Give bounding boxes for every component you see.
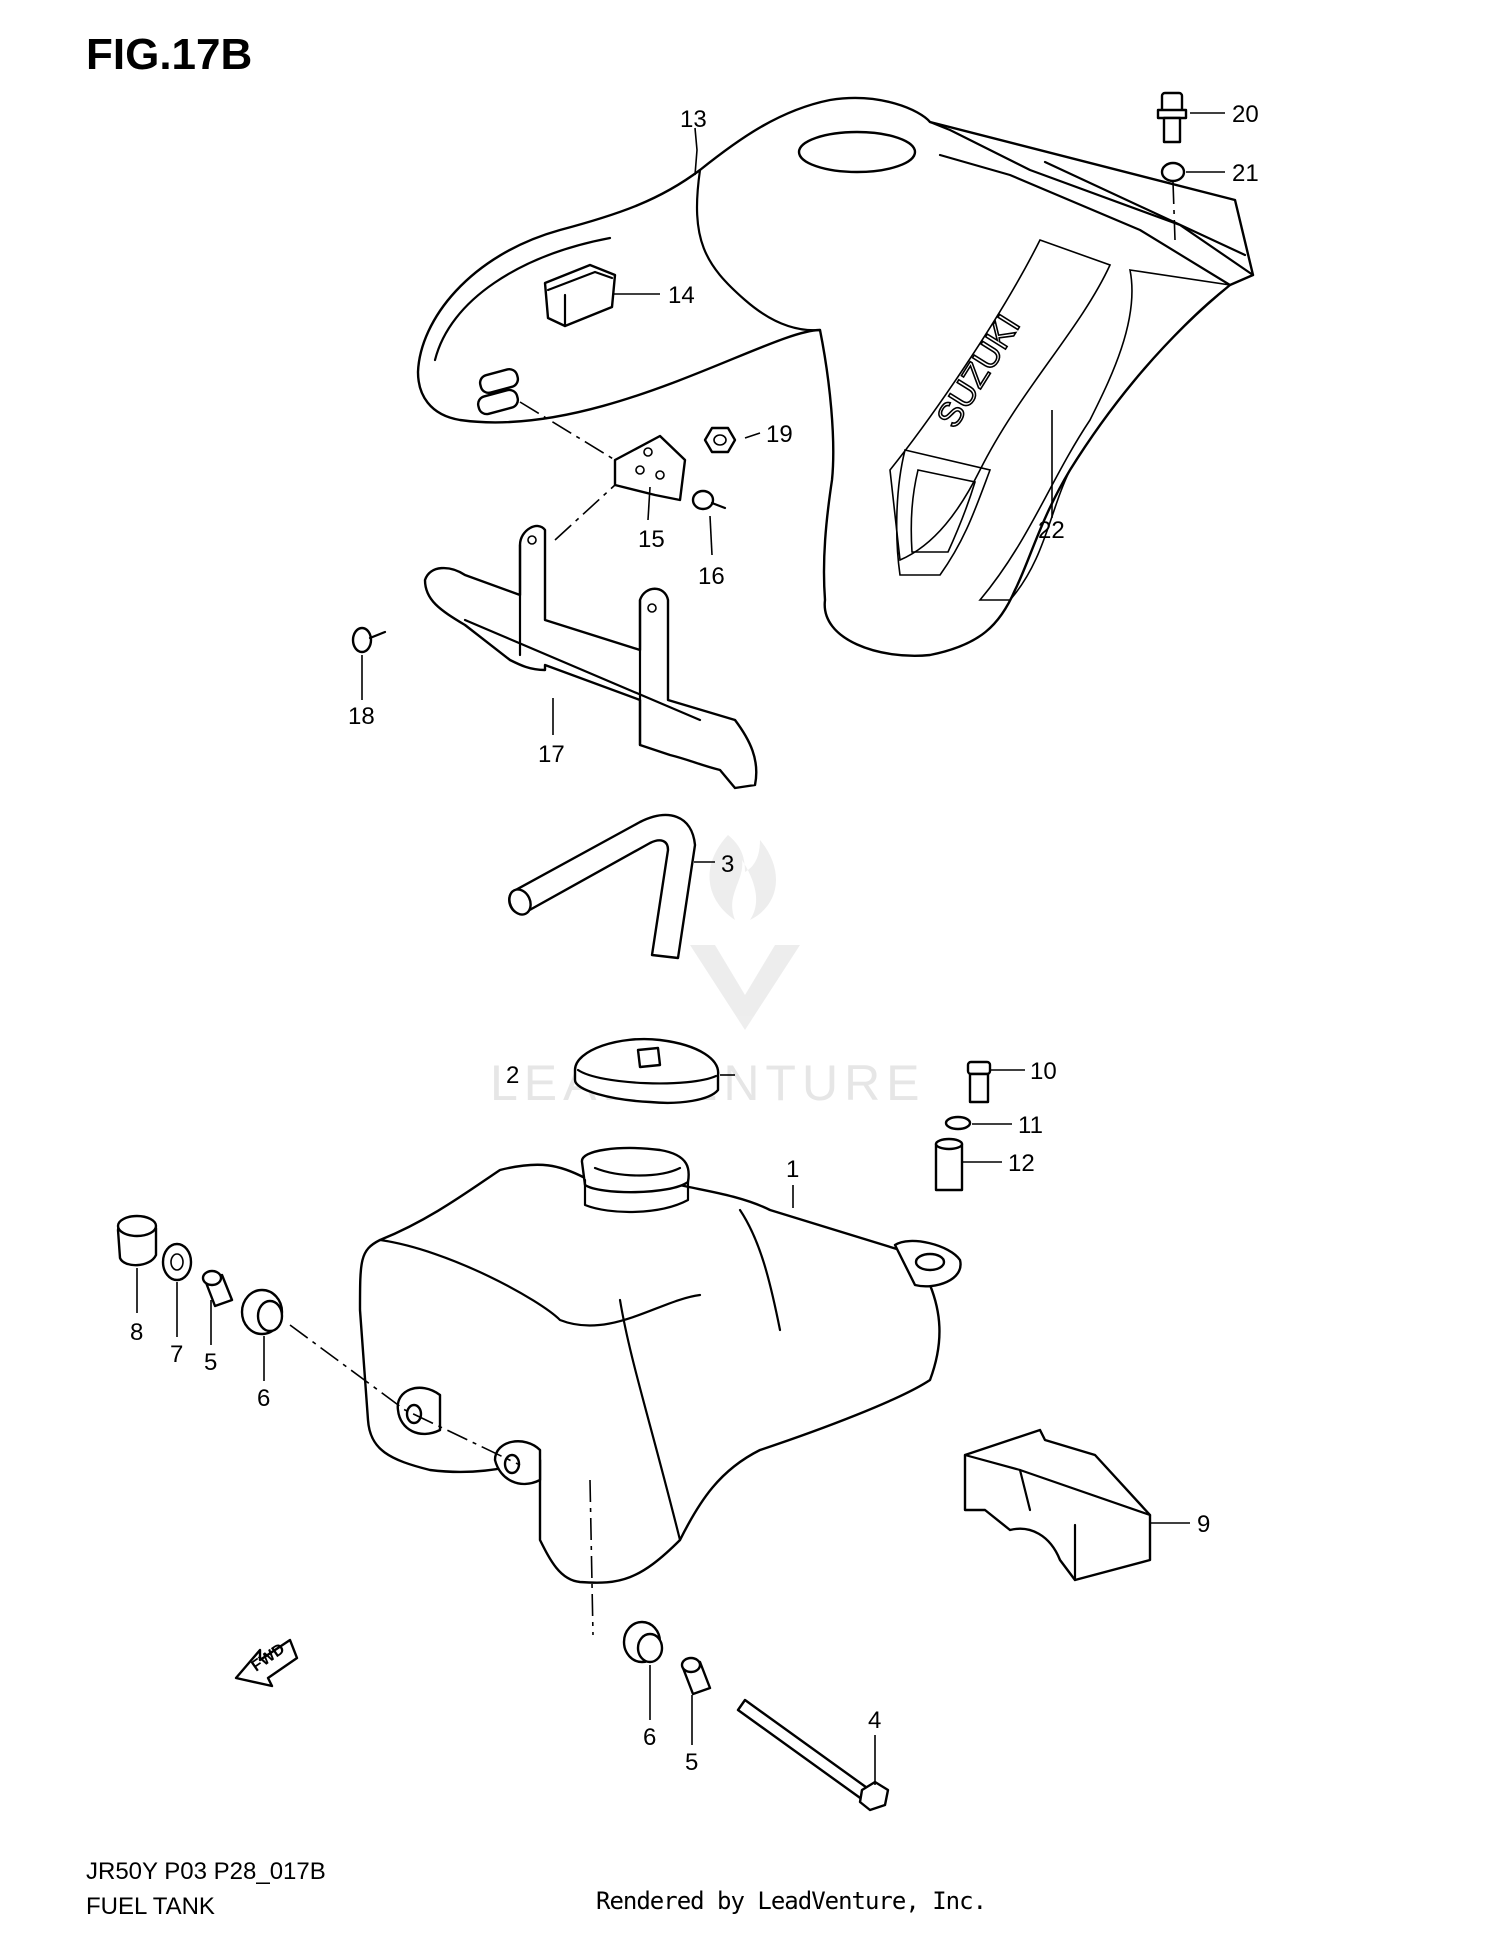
fuel-cap-part [573,1037,720,1105]
washer-7-part [161,1242,193,1282]
callout-3: 3 [721,851,734,878]
callout-10: 10 [1030,1058,1057,1085]
callout-21: 21 [1232,160,1259,187]
callout-7: 7 [170,1341,183,1368]
bolt-20-part [1156,91,1188,144]
callout-8: 8 [130,1319,143,1346]
leader-lines [136,112,1225,1785]
tank-cushion-part [963,1428,1152,1582]
callout-5-upper: 5 [204,1349,217,1376]
stay-part [423,524,758,790]
cushion-pad-part [543,263,617,328]
cover-tubes [476,367,520,416]
figure-title: FIG.17B [86,30,253,79]
callout-22: 22 [1038,517,1065,544]
callout-17: 17 [538,741,565,768]
callout-labels: 13 14 19 15 16 22 20 21 18 17 3 2 10 11 … [130,101,1259,1776]
fwd-arrow-icon: FWD [234,1638,299,1688]
washer-11-part [944,1115,972,1131]
callout-2: 2 [506,1062,519,1089]
callout-5-lower: 5 [685,1749,698,1776]
section-name: FUEL TANK [86,1893,215,1920]
bolt-10-part [966,1060,992,1104]
spacer-5-upper-part [201,1269,234,1308]
collar-12-part [934,1137,964,1192]
cushion-21-part [1160,161,1186,183]
tank-bolt-4-part [736,1698,890,1812]
callout-19: 19 [766,421,793,448]
screw-16-part [691,489,727,511]
callout-16: 16 [698,563,725,590]
watermark-logo [690,835,800,1030]
callout-18: 18 [348,703,375,730]
assembly-lines [289,181,1176,1636]
callout-4: 4 [868,1707,881,1734]
fuel-tank-part [358,1146,962,1584]
nut-19-part [703,426,737,454]
callout-9: 9 [1197,1511,1210,1538]
nut-8-part [116,1214,158,1267]
callout-20: 20 [1232,101,1259,128]
screw-18-part [351,626,387,654]
spacer-5-lower-part [680,1656,712,1696]
callout-11: 11 [1018,1112,1043,1139]
callout-15: 15 [638,526,665,553]
callout-1: 1 [786,1156,799,1183]
model-code: JR50Y P03 P28_017B [86,1858,326,1885]
grommet-6-lower-part [622,1620,664,1664]
tank-cover-part: SUZUKI [416,96,1255,657]
callout-6-upper: 6 [257,1385,270,1412]
callout-12: 12 [1008,1150,1035,1177]
breather-hose-part [508,813,697,960]
callout-6-lower: 6 [643,1724,656,1751]
callout-14: 14 [668,282,695,309]
rendered-by-credit: Rendered by LeadVenture, Inc. [596,1887,987,1915]
callout-13: 13 [680,106,707,133]
grommet-6-upper-part [240,1288,284,1336]
